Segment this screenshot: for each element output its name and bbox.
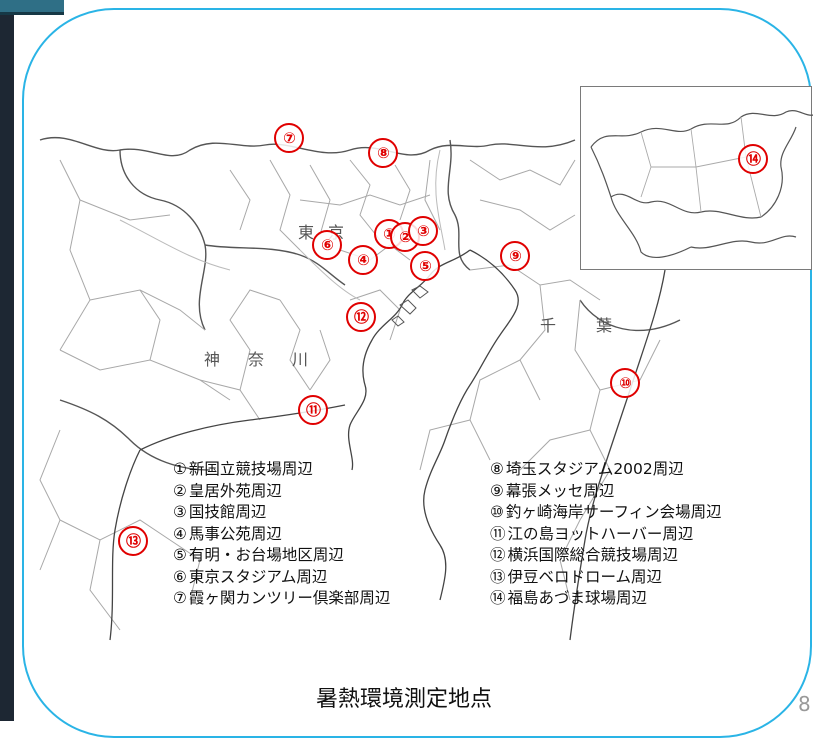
- legend-number: ④: [173, 524, 187, 543]
- legend-text: 江の島ヨットハーバー周辺: [507, 524, 694, 543]
- legend-text: 馬事公苑周辺: [188, 524, 282, 543]
- left-edge-bar: [0, 0, 14, 721]
- legend-number: ③: [173, 503, 187, 521]
- legend-text: 埼玉スタジアム2002周辺: [505, 460, 684, 478]
- legend-text: 国技館周辺: [188, 503, 267, 521]
- legend-text: 福島あづま球場周辺: [507, 589, 648, 607]
- fukushima-inset-map: [580, 86, 813, 270]
- legend-number: ⑬: [490, 567, 506, 586]
- region-label-kanagawa: 神奈川: [204, 350, 337, 369]
- marker-5[interactable]: ⑤: [410, 251, 440, 281]
- legend-number: ⑩: [490, 503, 504, 521]
- legend-text: 東京スタジアム周辺: [188, 567, 328, 586]
- marker-10[interactable]: ⑩: [610, 368, 640, 398]
- legend-number: ⑧: [490, 460, 504, 478]
- kanto-region-map: [39, 136, 681, 641]
- legend-number: ②: [173, 481, 187, 500]
- marker-12[interactable]: ⑫: [346, 302, 376, 332]
- marker-4[interactable]: ④: [348, 245, 378, 275]
- legend-text: 霞ヶ関カンツリー倶楽部周辺: [188, 589, 391, 607]
- marker-8[interactable]: ⑧: [368, 138, 398, 168]
- marker-13[interactable]: ⑬: [118, 526, 148, 556]
- legend-text: 有明・お台場地区周辺: [188, 546, 344, 564]
- marker-3[interactable]: ③: [408, 216, 438, 246]
- legend-number: ⑪: [490, 524, 506, 543]
- legend-text: 皇居外苑周辺: [188, 481, 282, 500]
- page-number: 8: [798, 692, 811, 716]
- legend-number: ⑭: [490, 589, 506, 607]
- region-label-chiba: 千葉: [540, 316, 653, 335]
- marker-7[interactable]: ⑦: [274, 123, 304, 153]
- marker-6[interactable]: ⑥: [312, 230, 342, 260]
- marker-9[interactable]: ⑨: [500, 241, 530, 271]
- legend-number: ①: [173, 460, 187, 478]
- page-title: 暑熱環境測定地点: [315, 687, 492, 712]
- legend-text: 釣ヶ崎海岸サーフィン会場周辺: [505, 503, 722, 521]
- legend-text: 伊豆ベロドローム周辺: [507, 567, 663, 586]
- legend-number: ⑤: [173, 546, 187, 564]
- slide-tab-decoration: [0, 0, 64, 15]
- legend-text: 新国立競技場周辺: [188, 460, 313, 478]
- legend-number: ⑦: [173, 589, 187, 607]
- legend-text: 横浜国際総合競技場周辺: [507, 546, 679, 564]
- marker-14[interactable]: ⑭: [738, 144, 768, 174]
- fukushima-outline: [590, 110, 813, 259]
- legend-text: 幕張メッセ周辺: [505, 481, 615, 500]
- marker-11[interactable]: ⑪: [298, 395, 328, 425]
- legend-number: ⑫: [490, 546, 506, 564]
- legend-number: ⑥: [173, 567, 187, 586]
- legend-number: ⑨: [490, 481, 504, 500]
